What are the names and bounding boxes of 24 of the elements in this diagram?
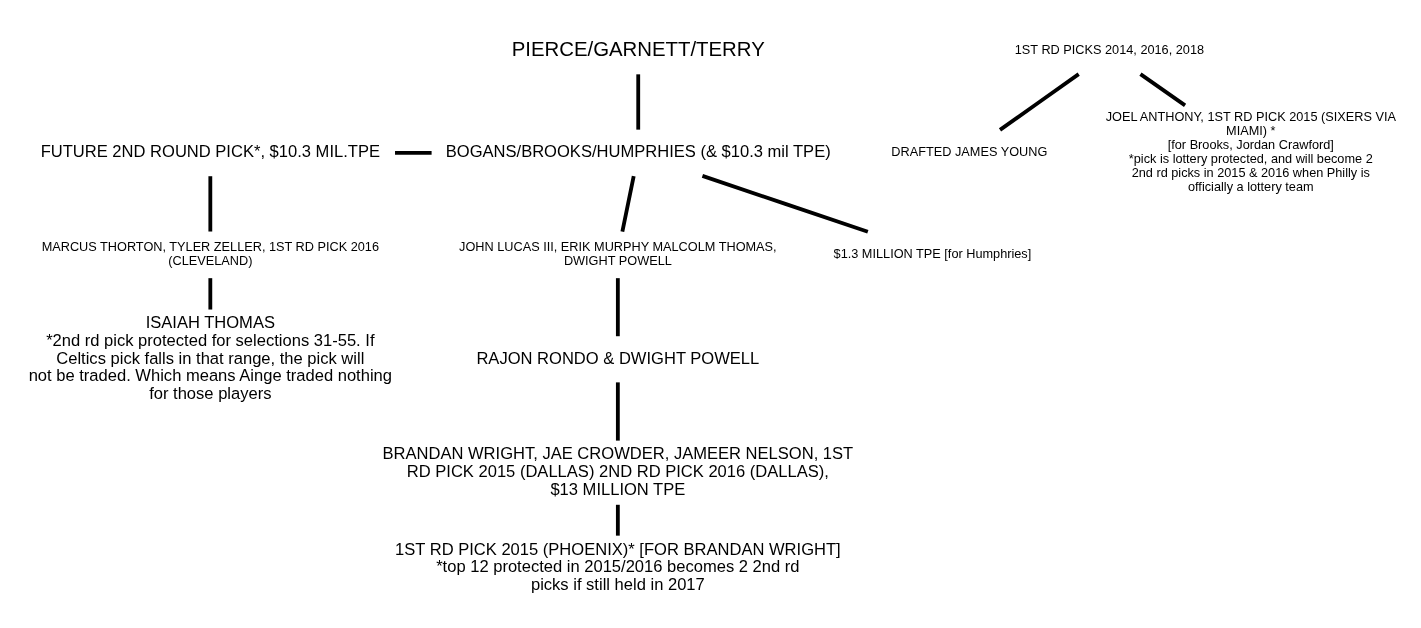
connector [701,174,869,234]
node-text: BRANDAN WRIGHT, JAE CROWDER, JAMEER NELSON, 1ST RD PICK 2015 (DALLAS) 2ND RD PICK 2016 (DALLAS), $13 MILLION TPE [382,444,854,499]
node-text: PIERCE/GARNETT/TERRY [511,37,765,60]
node-text: 1ST RD PICK 2015 (PHOENIX)* [FOR BRANDAN WRIGHT] *top 12 protected in 2015/2016 becomes 2 2nd rd picks if still held in 2017 [395,539,841,595]
node-text: DRAFTED JAMES YOUNG [891,144,1048,160]
node-text: FUTURE 2ND ROUND PICK*, $10.3 MIL.TPE [40,142,380,162]
connector [620,175,636,232]
connector [1139,72,1187,107]
connector [615,382,620,441]
node-text: BOGANS/BROOKS/HUMPRHIES (& $10.3 mil TPE) [445,142,831,162]
connector [395,151,432,155]
connector [208,176,213,232]
connector [615,278,620,337]
connector [208,278,213,310]
node-text: MARCUS THORTON, TYLER ZELLER, 1ST RD PICK 2016 (CLEVELAND) [41,238,380,268]
node-text: $1.3 MILLION TPE [for Humphries] [833,245,1032,261]
node-text: 1ST RD PICKS 2014, 2016, 2018 [1014,42,1205,58]
connector [636,74,641,130]
node-text: JOHN LUCAS III, ERIK MURPHY MALCOLM THOMAS, DWIGHT POWELL [459,238,777,268]
node-text: ISAIAH THOMAS *2nd rd pick protected for selections 31-55. If Celtics pick falls in that range, the pick will not be traded. Which means Ainge traded nothing for those players [28,312,392,404]
connector [998,72,1080,132]
node-text: RAJON RONDO & DWIGHT POWELL [476,348,760,368]
connector [615,504,620,536]
node-text: JOEL ANTHONY, 1ST RD PICK 2015 (SIXERS VIA MIAMI) * [for Brooks, Jordan Crawford] *pick is lottery protected, and will become 2 2nd rd picks in 2015 & 2016 when Philly is officially a lottery team [1105,109,1396,195]
